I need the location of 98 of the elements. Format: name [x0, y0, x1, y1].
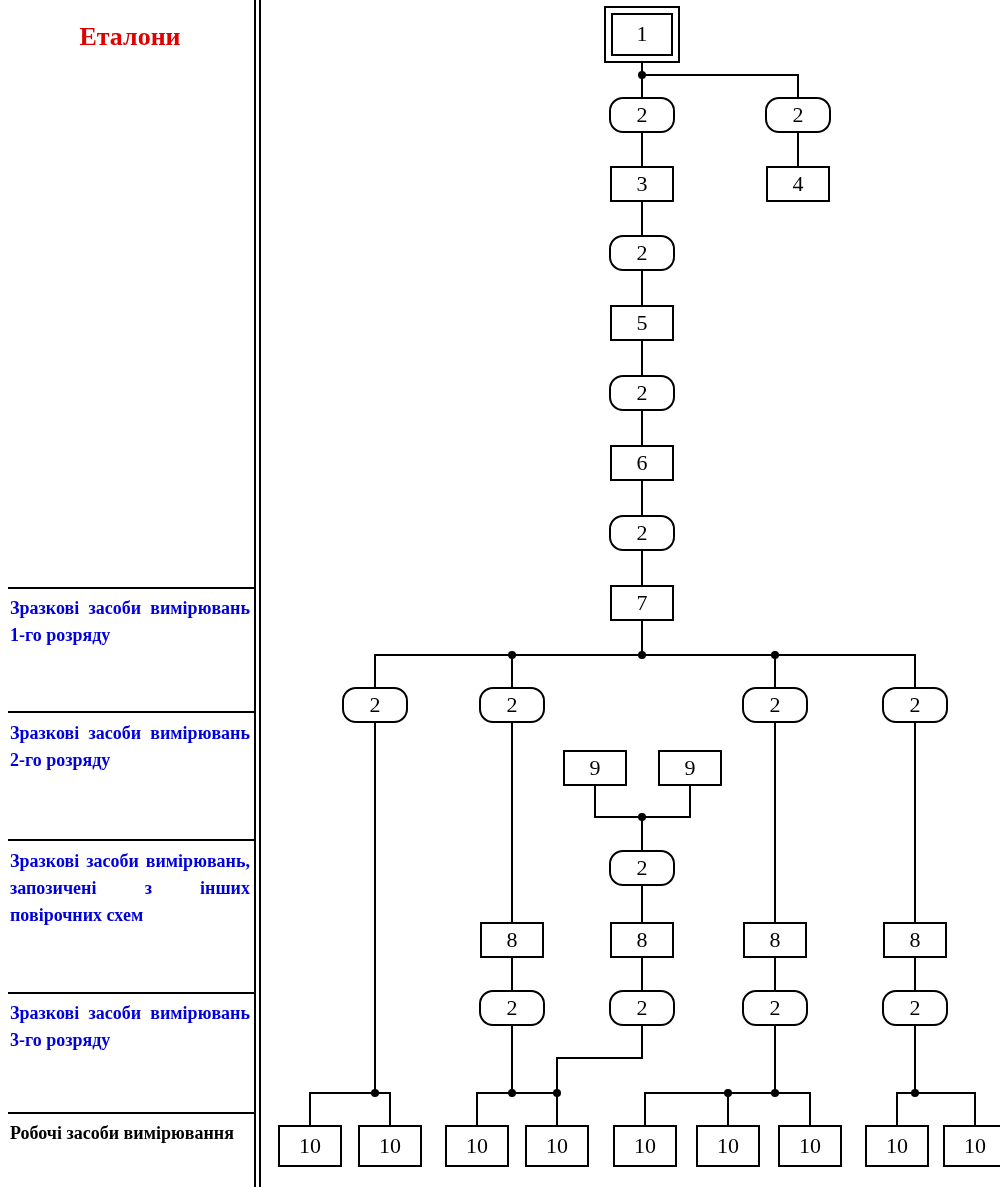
process-box: [610, 166, 674, 202]
process-box: [766, 166, 830, 202]
connector-line: [641, 620, 916, 688]
rounded-box: [609, 235, 675, 271]
node-label: 4: [792, 173, 804, 195]
row-label: Робочі засоби вимірювання: [10, 1122, 235, 1145]
instrument-box: [445, 1125, 509, 1167]
node-label: 2: [769, 997, 781, 1019]
instrument-box: [865, 1125, 929, 1167]
node-label: 2: [636, 382, 648, 404]
row-label: Зразкові засоби вимірювань 2-го розряду: [10, 722, 250, 772]
instrument-box: [696, 1125, 760, 1167]
rounded-box: [882, 990, 948, 1026]
row-label: Зразкові засоби вимірювань 1-го розряду: [10, 597, 250, 647]
node-label: 2: [506, 694, 518, 716]
connector-line: [641, 957, 643, 991]
rounded-box: [609, 375, 675, 411]
instrument-box: [943, 1125, 1000, 1167]
node-label: 8: [506, 929, 518, 951]
node-label: 2: [909, 694, 921, 716]
rounded-box: [342, 687, 408, 723]
node-label: 9: [684, 757, 696, 779]
connector-line: [641, 132, 643, 167]
rounded-box: [765, 97, 831, 133]
connector-line: [641, 340, 643, 376]
instrument-box: [278, 1125, 342, 1167]
node-label: 10: [466, 1135, 488, 1157]
connector-line: [641, 785, 691, 851]
instrument-box: [613, 1125, 677, 1167]
connector-line: [641, 885, 643, 923]
row-label: Зразкові засоби вимірювань 3-го розряду: [10, 1002, 250, 1052]
node-label: 2: [909, 997, 921, 1019]
node-label: 2: [506, 997, 518, 1019]
node-label: 2: [792, 104, 804, 126]
connector-line: [774, 722, 776, 923]
node-label: 5: [636, 312, 648, 334]
connector-line: [797, 132, 799, 167]
node-label: 8: [909, 929, 921, 951]
node-label: 6: [636, 452, 648, 474]
connector-line: [914, 957, 916, 991]
process-box: [610, 445, 674, 481]
process-box: [610, 305, 674, 341]
standard-box: [604, 5, 680, 63]
node-label: 2: [769, 694, 781, 716]
node-label: 7: [636, 592, 648, 614]
connector-line: [774, 957, 776, 991]
node-label: 8: [636, 929, 648, 951]
node-label: 10: [886, 1135, 908, 1157]
connector-line: [556, 1025, 643, 1126]
process-box: [658, 750, 722, 786]
node-label: 8: [769, 929, 781, 951]
connector-line: [641, 270, 643, 306]
row-label: Зразкові засоби вимірювань, запозичені з інших повірочних схем: [10, 850, 250, 927]
connector-line: [641, 550, 643, 586]
connector-line: [641, 480, 643, 516]
connector-line: [774, 1025, 811, 1126]
connector-line: [914, 722, 916, 923]
process-box: [883, 922, 947, 958]
node-label: 9: [589, 757, 601, 779]
node-label: 2: [636, 242, 648, 264]
rounded-box: [479, 687, 545, 723]
process-box: [610, 922, 674, 958]
process-box: [610, 585, 674, 621]
connector-line: [914, 1025, 976, 1126]
process-box: [563, 750, 627, 786]
connector-line: [641, 410, 643, 446]
rounded-box: [609, 990, 675, 1026]
rounded-box: [609, 515, 675, 551]
rounded-box: [609, 97, 675, 133]
node-label: 10: [299, 1135, 321, 1157]
rounded-box: [742, 990, 808, 1026]
row-heading: Еталони: [78, 22, 182, 52]
rounded-box: [882, 687, 948, 723]
node-label: 10: [634, 1135, 656, 1157]
rounded-box: [742, 687, 808, 723]
node-label: 10: [546, 1135, 568, 1157]
process-box: [480, 922, 544, 958]
connector-line: [511, 957, 513, 991]
instrument-box: [358, 1125, 422, 1167]
node-label: 1: [636, 23, 648, 45]
node-label: 2: [636, 104, 648, 126]
node-label: 10: [717, 1135, 739, 1157]
instrument-box: [778, 1125, 842, 1167]
node-label: 10: [964, 1135, 986, 1157]
node-label: 2: [636, 857, 648, 879]
process-box: [743, 922, 807, 958]
node-label: 10: [799, 1135, 821, 1157]
instrument-box: [525, 1125, 589, 1167]
connector-line: [641, 61, 799, 98]
rounded-box: [609, 850, 675, 886]
connector-line: [511, 722, 513, 923]
node-label: 10: [379, 1135, 401, 1157]
rounded-box: [479, 990, 545, 1026]
connector-line: [641, 201, 643, 236]
node-label: 2: [369, 694, 381, 716]
node-label: 2: [636, 522, 648, 544]
node-label: 3: [636, 173, 648, 195]
node-label: 2: [636, 997, 648, 1019]
